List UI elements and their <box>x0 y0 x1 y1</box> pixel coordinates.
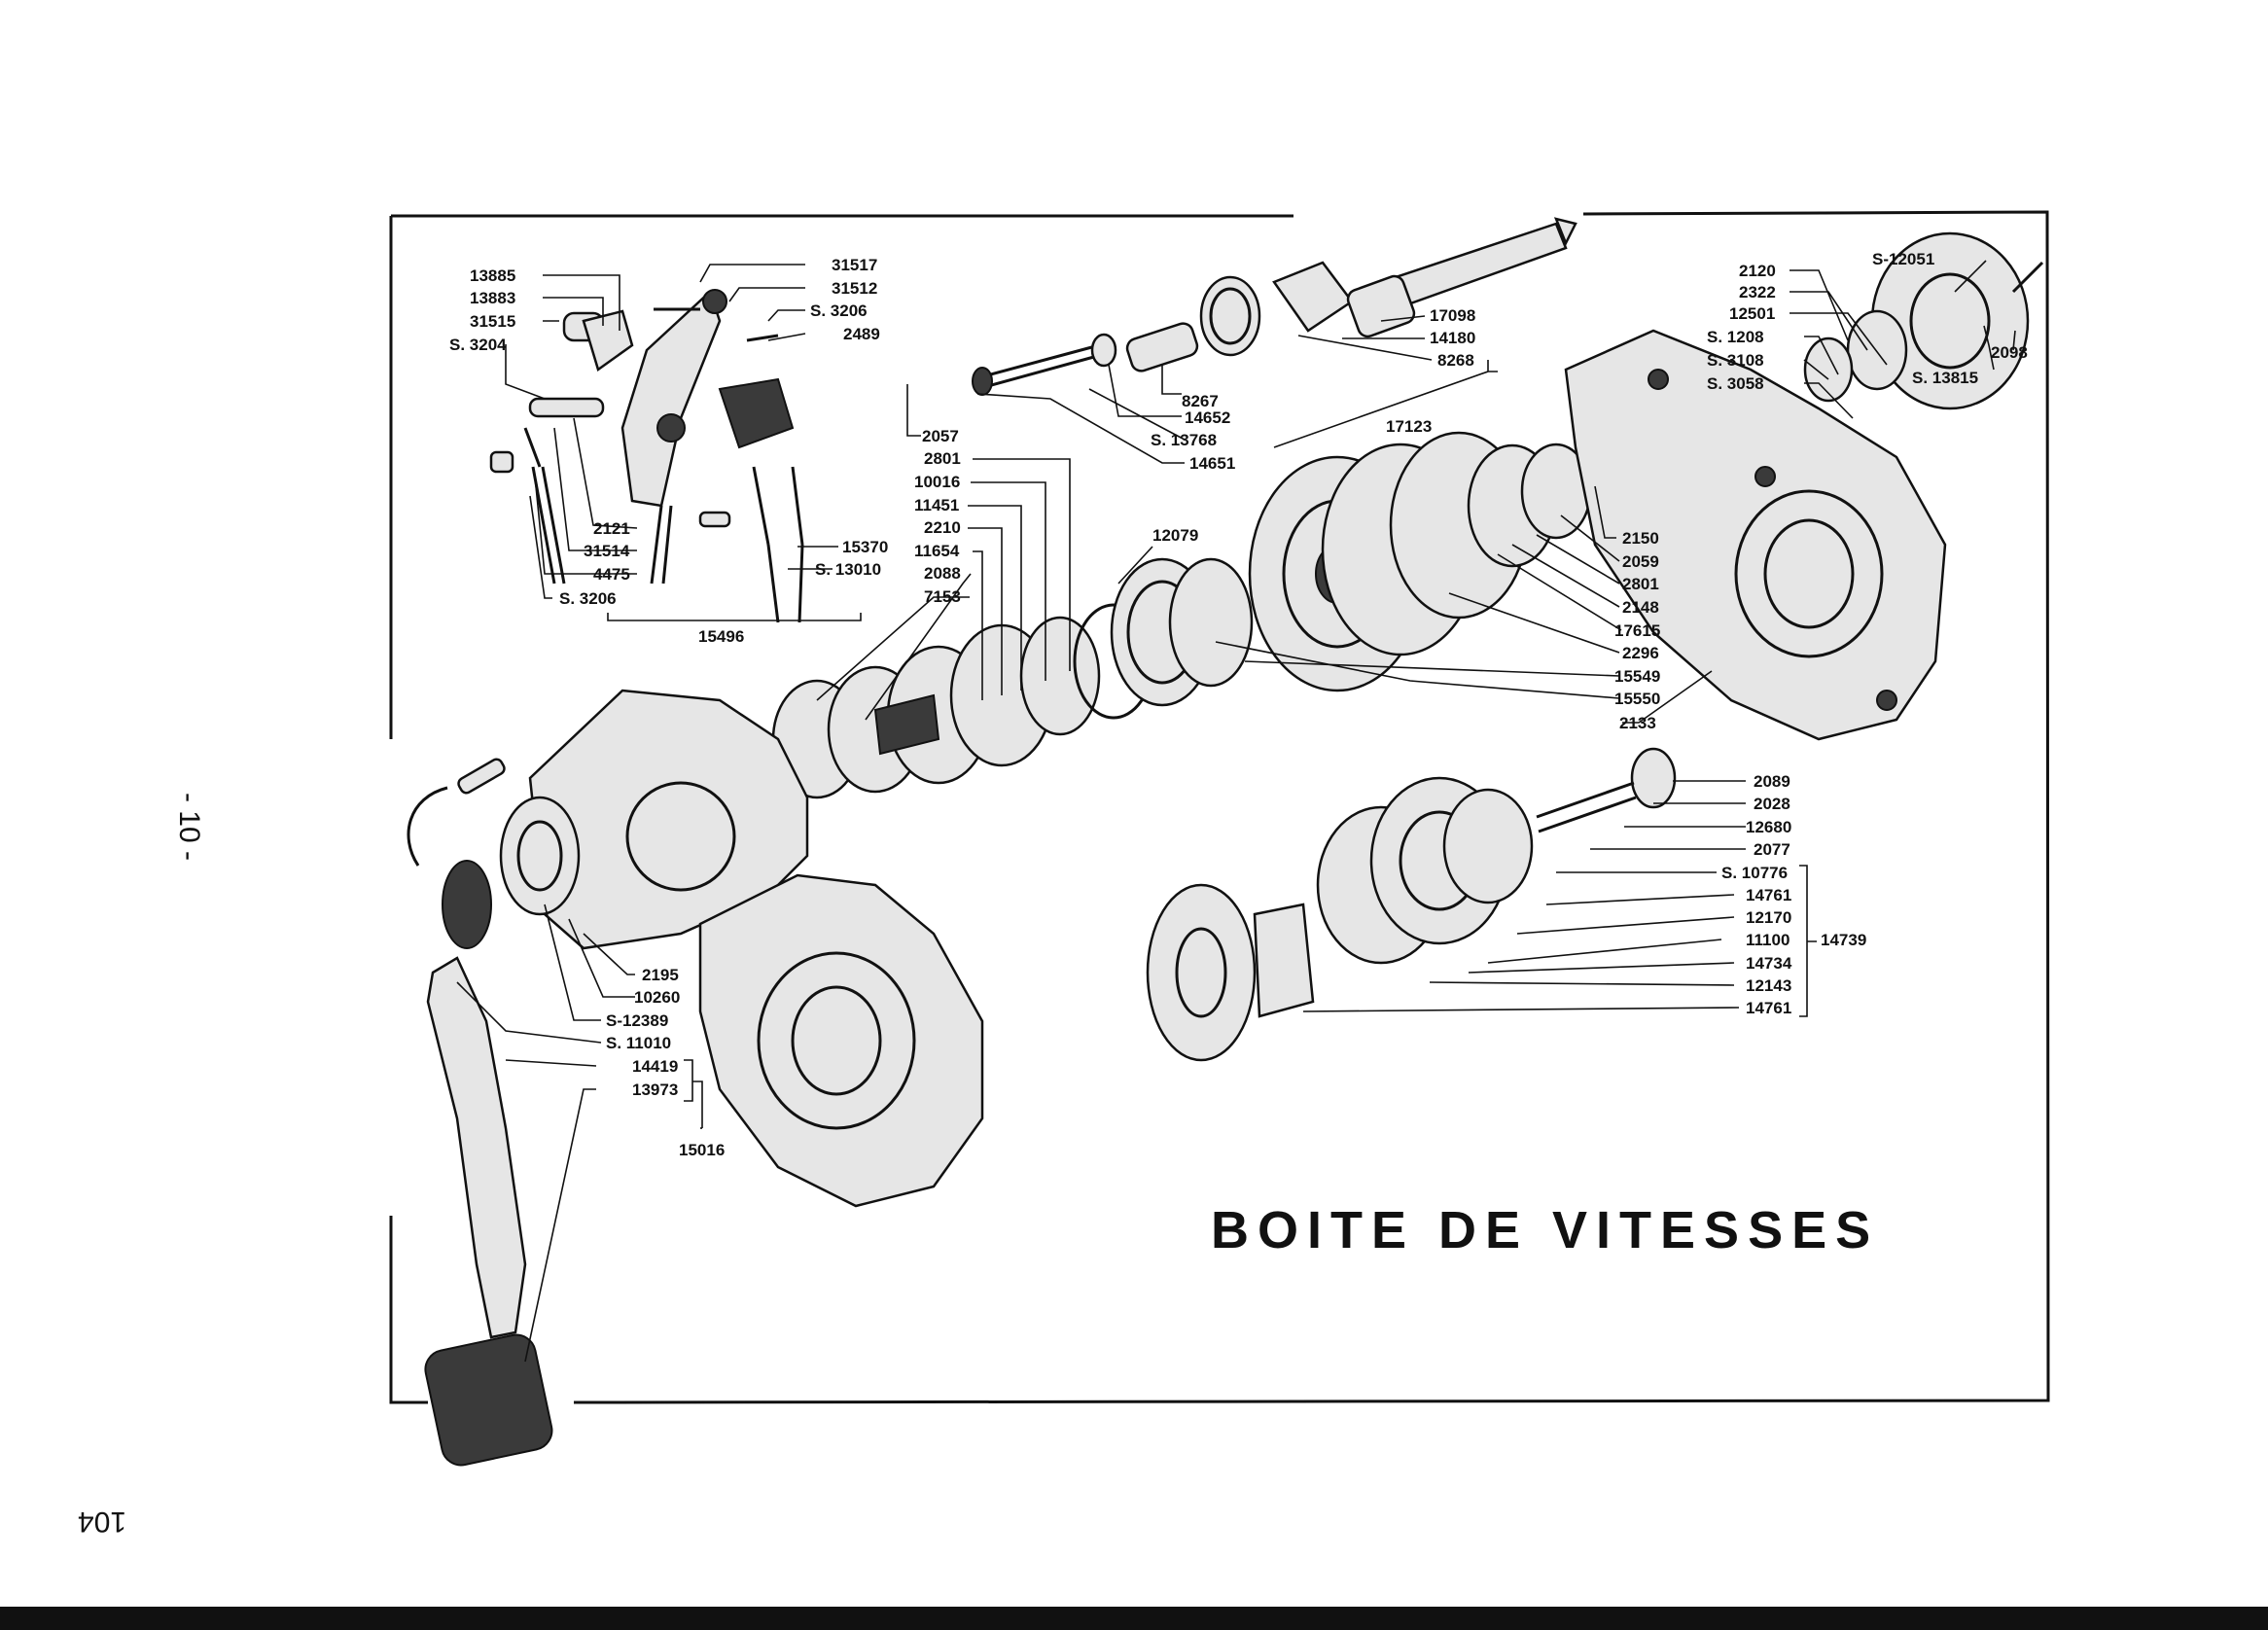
rear-housing-drawing <box>1564 231 2044 741</box>
label-8267: 8267 <box>1182 392 1219 410</box>
label-s12051: S-12051 <box>1872 250 1934 268</box>
label-17123: 17123 <box>1386 417 1432 436</box>
label-14651: 14651 <box>1189 454 1235 473</box>
label-s13010: S. 13010 <box>815 560 881 579</box>
label-2077: 2077 <box>1754 840 1790 859</box>
label-14734: 14734 <box>1746 954 1792 973</box>
label-s10776: S. 10776 <box>1721 864 1788 882</box>
diagram-title: BOITE DE VITESSES <box>1211 1201 1879 1259</box>
label-s13815: S. 13815 <box>1912 369 1978 387</box>
label-2121: 2121 <box>593 519 630 538</box>
label-2133: 2133 <box>1619 714 1656 732</box>
side-page-number: - 10 - <box>173 793 205 861</box>
label-31512: 31512 <box>832 279 877 298</box>
label-14761-bottom: 14761 <box>1746 999 1791 1017</box>
output-shaft-drawing <box>972 217 1577 396</box>
label-s3206-top: S. 3206 <box>810 301 868 320</box>
gearbox-housing-drawing <box>442 689 984 1208</box>
label-12079: 12079 <box>1152 526 1198 545</box>
label-4475: 4475 <box>593 565 630 584</box>
layshaft-gear-pack-drawing <box>1248 392 1723 692</box>
label-15549: 15549 <box>1614 667 1660 686</box>
label-2296: 2296 <box>1622 644 1659 662</box>
diagram-frame <box>389 210 2050 1404</box>
label-17615: 17615 <box>1614 621 1660 640</box>
label-14761-top: 14761 <box>1746 886 1791 904</box>
label-s12389: S-12389 <box>606 1011 668 1030</box>
label-14419: 14419 <box>632 1057 678 1076</box>
label-2057: 2057 <box>922 427 959 445</box>
label-14180: 14180 <box>1430 329 1475 347</box>
label-13885: 13885 <box>470 266 515 285</box>
label-12170: 12170 <box>1746 908 1791 927</box>
label-2148: 2148 <box>1622 598 1659 617</box>
label-2801-right: 2801 <box>1622 575 1659 593</box>
label-2089: 2089 <box>1754 772 1790 791</box>
input-gear-cluster-drawing <box>771 557 1254 799</box>
label-2098: 2098 <box>1991 343 2028 362</box>
label-s11010: S. 11010 <box>606 1034 671 1052</box>
label-2801-left: 2801 <box>924 449 961 468</box>
label-12680: 12680 <box>1746 818 1791 836</box>
label-13883: 13883 <box>470 289 515 307</box>
label-2059: 2059 <box>1622 552 1659 571</box>
label-s3058: S. 3058 <box>1707 374 1764 393</box>
label-14652: 14652 <box>1185 408 1230 427</box>
label-31514: 31514 <box>584 542 630 560</box>
label-s1208: S. 1208 <box>1707 328 1764 346</box>
label-31517: 31517 <box>832 256 877 274</box>
label-13973: 13973 <box>632 1081 678 1099</box>
kickstart-lever-drawing <box>407 786 553 1467</box>
label-s3108: S. 3108 <box>1707 351 1764 370</box>
label-10016: 10016 <box>914 473 960 491</box>
label-s13768: S. 13768 <box>1151 431 1217 449</box>
label-7153: 7153 <box>924 587 961 606</box>
label-2028: 2028 <box>1754 795 1790 813</box>
label-17098: 17098 <box>1430 306 1475 325</box>
label-11451: 11451 <box>914 496 959 514</box>
label-15370: 15370 <box>842 538 888 556</box>
label-2210: 2210 <box>924 518 961 537</box>
label-11654: 11654 <box>914 542 960 560</box>
label-14739: 14739 <box>1821 931 1866 949</box>
label-31515: 31515 <box>470 312 515 331</box>
scan-bottom-edge <box>0 1607 2268 1630</box>
label-s3206-bottom: S. 3206 <box>559 589 617 608</box>
reverse-gear-pack-drawing <box>1146 747 1677 1062</box>
label-15016: 15016 <box>679 1141 725 1159</box>
callout-lines <box>456 260 2016 1363</box>
label-2120: 2120 <box>1739 262 1776 280</box>
selector-linkage-drawing <box>489 289 804 623</box>
label-2489: 2489 <box>843 325 880 343</box>
label-15496: 15496 <box>698 627 744 646</box>
label-12143: 12143 <box>1746 976 1791 995</box>
label-10260: 10260 <box>634 988 680 1007</box>
label-s3204: S. 3204 <box>449 336 507 354</box>
label-2088: 2088 <box>924 564 961 583</box>
label-12501: 12501 <box>1729 304 1775 323</box>
part-number-labels: 13885 13883 31515 S. 3204 31517 31512 S.… <box>449 250 2028 1159</box>
corner-page-number: 104 <box>78 1506 126 1538</box>
label-15550: 15550 <box>1614 690 1660 708</box>
label-2195: 2195 <box>642 966 679 984</box>
label-11100: 11100 <box>1746 931 1790 949</box>
label-8268: 8268 <box>1437 351 1474 370</box>
label-2150: 2150 <box>1622 529 1659 548</box>
label-2322: 2322 <box>1739 283 1776 301</box>
